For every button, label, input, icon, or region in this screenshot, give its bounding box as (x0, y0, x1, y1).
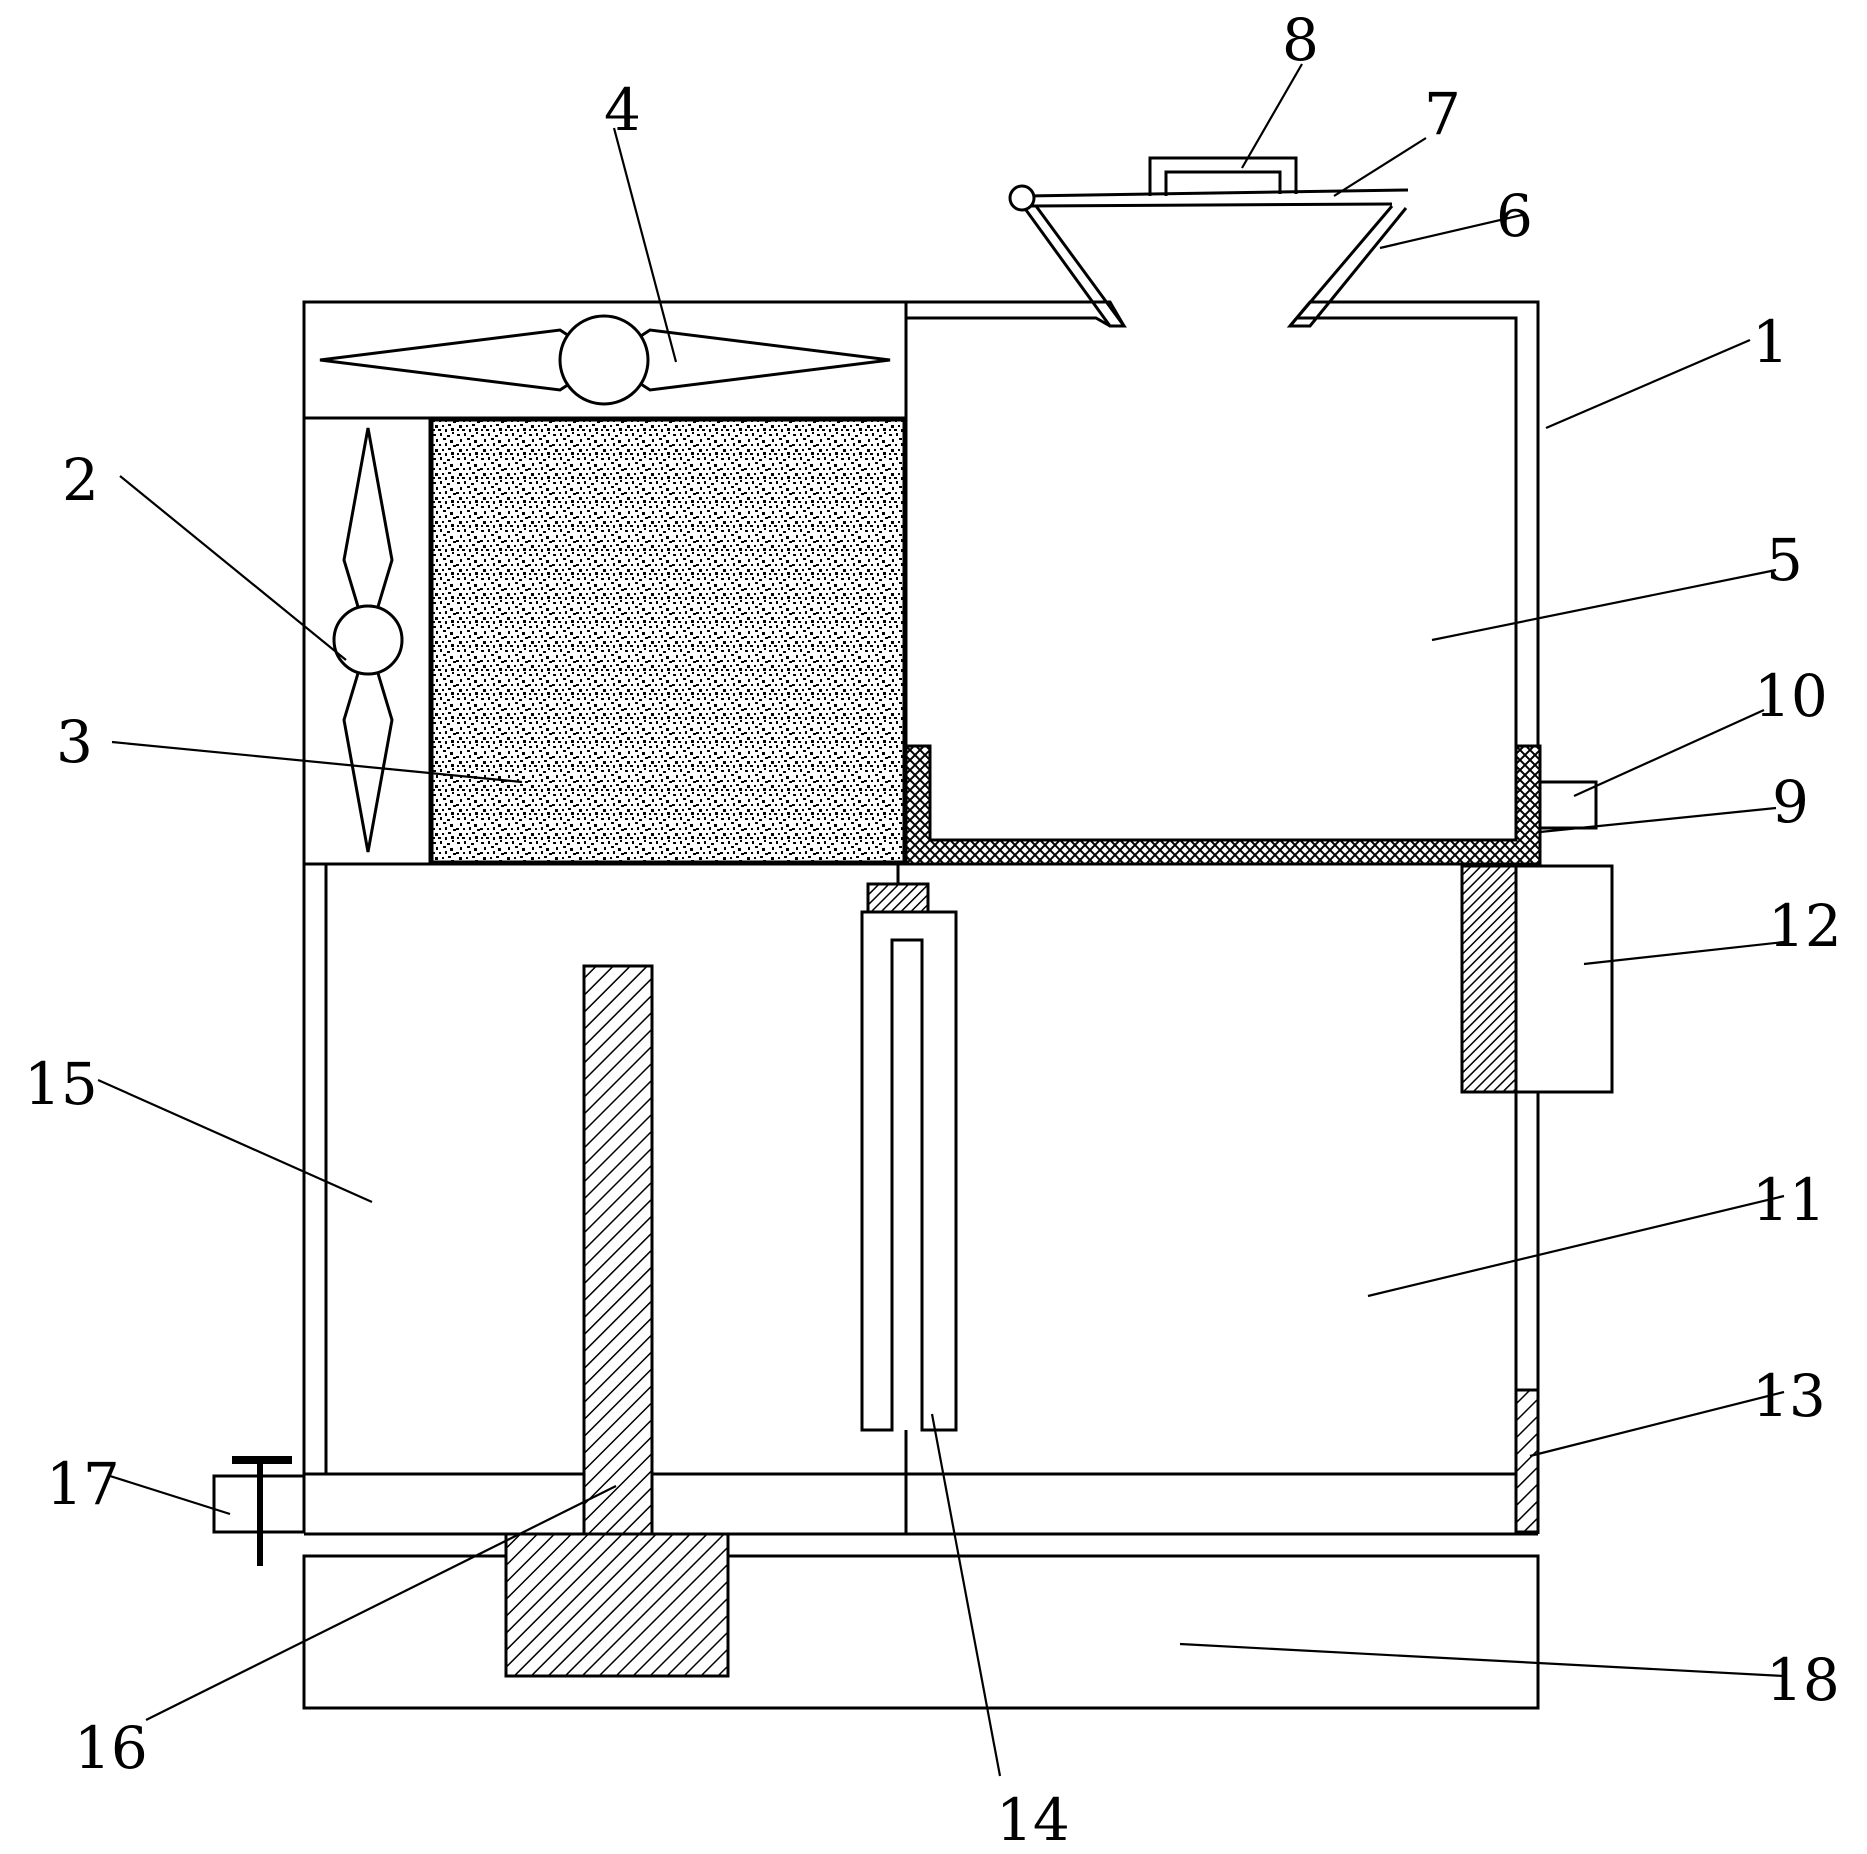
label-17: 17 (46, 1450, 120, 1518)
side-window (1514, 1388, 1540, 1534)
leader-4 (612, 127, 678, 363)
leader-3 (111, 740, 523, 784)
label-16: 16 (74, 1714, 148, 1782)
leader-6 (1379, 212, 1527, 250)
label-7: 7 (1424, 80, 1461, 148)
label-14: 14 (996, 1786, 1070, 1854)
label-18: 18 (1766, 1646, 1840, 1714)
control-button (1538, 780, 1598, 830)
leader-1 (1545, 338, 1751, 430)
label-3: 3 (56, 708, 93, 776)
top-fan (319, 314, 891, 406)
reference-numerals: 1 2 3 4 5 6 7 8 9 10 11 12 13 14 15 16 1… (24, 6, 1842, 1854)
label-11: 11 (1752, 1166, 1826, 1234)
leader-2 (119, 475, 347, 661)
label-1: 1 (1752, 308, 1789, 376)
label-2: 2 (62, 446, 99, 514)
stirring-post (504, 964, 730, 1678)
label-10: 10 (1754, 662, 1828, 730)
hopper-lid (1008, 184, 1409, 212)
drain-valve (212, 1456, 306, 1566)
label-8: 8 (1282, 6, 1319, 74)
lid-handle (1148, 156, 1298, 196)
label-5: 5 (1766, 526, 1803, 594)
feed-hopper (1024, 205, 1408, 328)
leader-13 (1529, 1390, 1785, 1458)
leader-10 (1573, 708, 1765, 798)
leader-12 (1583, 940, 1785, 966)
heater-rod (860, 864, 958, 1534)
leader-8 (1241, 63, 1303, 169)
leader-11 (1367, 1194, 1785, 1298)
label-12: 12 (1768, 892, 1842, 960)
leader-7 (1333, 137, 1427, 197)
label-13: 13 (1752, 1362, 1826, 1430)
leader-18 (1179, 1642, 1785, 1678)
leader-17 (109, 1474, 231, 1516)
leader-15 (97, 1078, 373, 1204)
leader-9 (1539, 806, 1777, 834)
vibration-motor (1460, 864, 1614, 1094)
filter-screen (904, 744, 1542, 866)
label-4: 4 (604, 76, 641, 144)
leader-lines (97, 63, 1785, 1777)
leader-14 (930, 1413, 1002, 1777)
label-6: 6 (1496, 182, 1533, 250)
label-9: 9 (1772, 768, 1809, 836)
leader-5 (1431, 568, 1777, 642)
filter-media (430, 418, 906, 864)
side-fan (332, 427, 404, 853)
leader-16 (145, 1485, 617, 1721)
label-15: 15 (24, 1050, 98, 1118)
